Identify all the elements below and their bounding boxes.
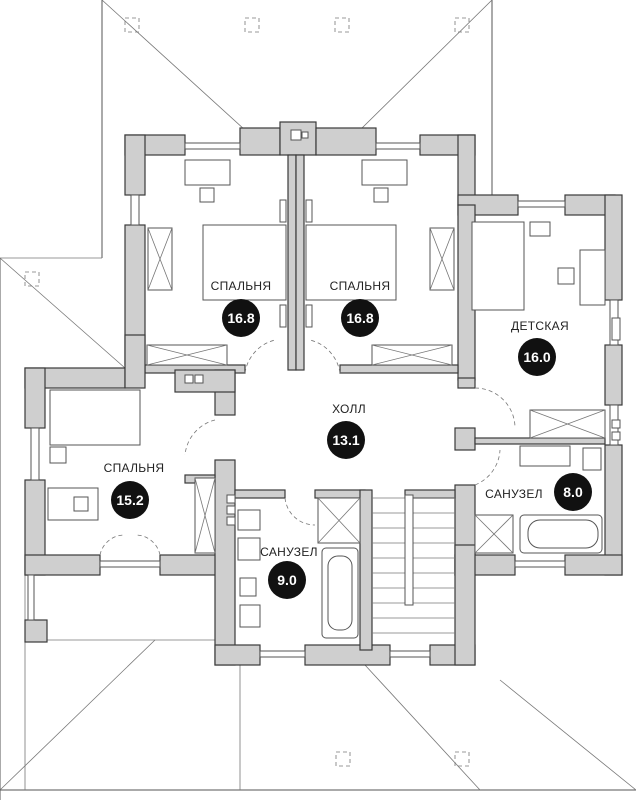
room-label-bedroom-tl: СПАЛЬНЯ xyxy=(211,279,272,293)
room-label-bedroom-l: СПАЛЬНЯ xyxy=(104,461,165,475)
area-value-hall: 13.1 xyxy=(332,432,359,448)
area-badge-bath-c xyxy=(268,561,306,599)
area-value-kids: 16.0 xyxy=(523,349,550,365)
room-labels: СПАЛЬНЯ 16.8 СПАЛЬНЯ 16.8 ДЕТСКАЯ 16.0 Х… xyxy=(104,279,592,599)
area-badge-bedroom-tl xyxy=(222,299,260,337)
furniture xyxy=(47,159,621,639)
area-value-bath-c: 9.0 xyxy=(277,572,297,588)
area-badge-bedroom-tm xyxy=(341,299,379,337)
room-label-bath-r: САНУЗЕЛ xyxy=(485,487,543,501)
room-label-hall: ХОЛЛ xyxy=(332,402,366,416)
walls xyxy=(24,121,623,666)
area-badge-bath-r xyxy=(554,473,592,511)
area-value-bedroom-tm: 16.8 xyxy=(346,310,373,326)
area-badge-kids xyxy=(518,338,556,376)
area-badge-hall xyxy=(327,421,365,459)
area-badge-bedroom-l xyxy=(111,481,149,519)
area-value-bedroom-l: 15.2 xyxy=(116,492,143,508)
room-label-bedroom-tm: СПАЛЬНЯ xyxy=(330,279,391,293)
area-value-bath-r: 8.0 xyxy=(563,484,583,500)
room-label-kids: ДЕТСКАЯ xyxy=(511,319,569,333)
area-value-bedroom-tl: 16.8 xyxy=(227,310,254,326)
room-label-bath-c: САНУЗЕЛ xyxy=(260,545,318,559)
